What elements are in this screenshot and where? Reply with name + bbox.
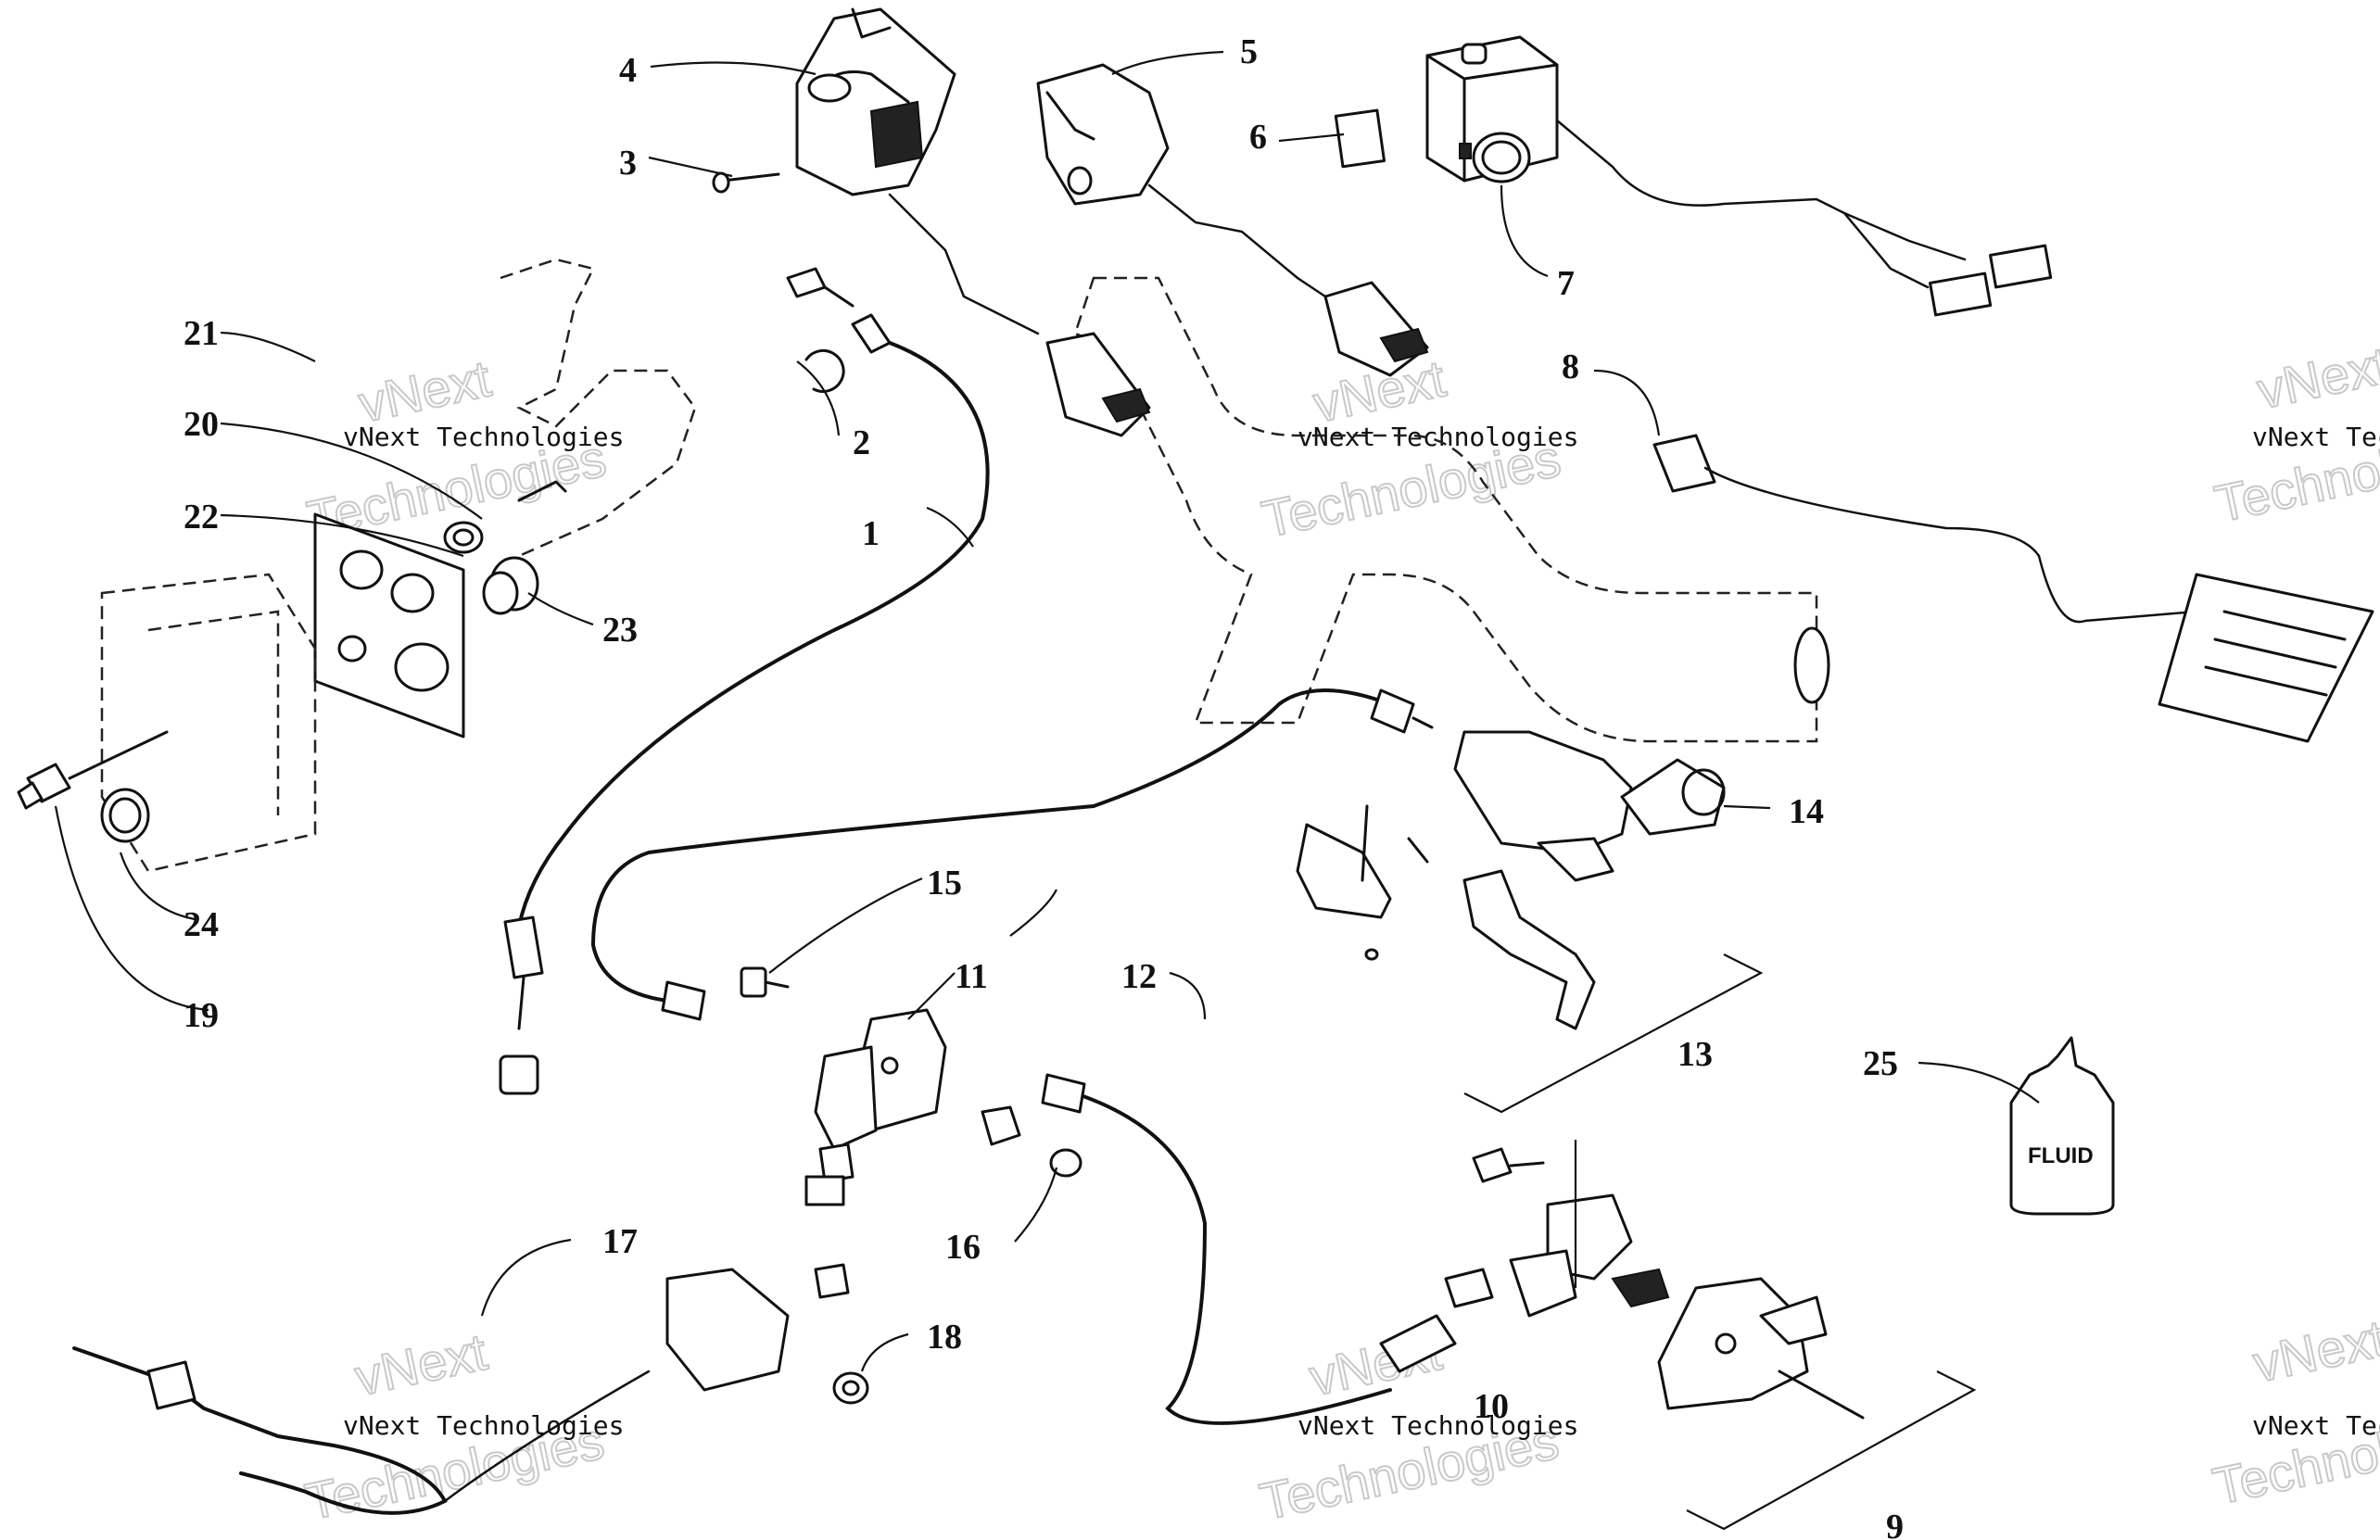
- phantom-cable-left: [500, 258, 697, 558]
- part-18-washer: [832, 1371, 869, 1405]
- part-4-switch-housing: [795, 7, 956, 196]
- callout-9: 9: [1886, 1508, 1904, 1540]
- callout-7: 7: [1557, 264, 1575, 303]
- part-23-grommet: [482, 556, 539, 615]
- hose-fitting-left: [661, 980, 706, 1021]
- bracket-13: [1463, 953, 1764, 1114]
- callout-13: 13: [1677, 1035, 1713, 1074]
- callout-17: 17: [602, 1222, 638, 1261]
- part-20-nut: [443, 521, 484, 554]
- part-8-heater-element: [1652, 434, 2374, 743]
- part-6-label: [1334, 108, 1386, 169]
- part-11-brake-switch: [804, 1008, 947, 1206]
- part-22-gasket: [313, 512, 465, 738]
- part-17-cable-bracket: [665, 1263, 850, 1392]
- lower-cable-adjuster: [146, 1360, 196, 1410]
- connector-left: [1045, 332, 1151, 437]
- handlebar-end: [1793, 626, 1830, 704]
- handlebar-phantom: [1073, 276, 1818, 743]
- switch-block-connectors: [1929, 244, 2053, 317]
- part-19-fitting: [17, 730, 169, 810]
- watermark-caption: vNext Technologies: [1298, 1410, 1578, 1441]
- switch-block-wire: [1555, 119, 1967, 261]
- callout-12: 12: [1121, 957, 1157, 996]
- watermark-vnext-text: vNext: [2248, 1308, 2380, 1393]
- bracket-9: [1686, 1370, 1977, 1531]
- callout-18: 18: [927, 1318, 962, 1357]
- watermark-caption: vNext Technologies: [2252, 1410, 2380, 1441]
- hose-end-fitting: [1379, 1314, 1457, 1373]
- callout-1: 1: [862, 514, 880, 553]
- hose-fitting-upper: [1370, 688, 1434, 734]
- part-21-fastener: [517, 480, 567, 502]
- housing-harness: [888, 193, 1040, 335]
- callout-24: 24: [184, 905, 219, 944]
- watermark-right-bottom: vNext Technologies: [2207, 1307, 2380, 1516]
- watermark-vnext-text: vNext: [349, 1322, 492, 1407]
- callout-21: 21: [184, 314, 219, 353]
- callout-15: 15: [927, 864, 962, 903]
- part-15-bolt: [740, 966, 790, 998]
- callout-3: 3: [619, 144, 637, 183]
- bracket-plate: [100, 573, 317, 873]
- part-12-brake-hose-lower: [1073, 1092, 1392, 1425]
- callout-19: 19: [184, 996, 219, 1035]
- watermark-caption: vNext Technologies: [2252, 422, 2380, 452]
- watermark-caption: vNext Technologies: [343, 1410, 624, 1441]
- callout-6: 6: [1249, 118, 1267, 157]
- hose-fitting-right: [1041, 1073, 1086, 1114]
- watermark-vnext-text: vNext: [2252, 335, 2380, 420]
- cover-harness: [1147, 183, 1327, 298]
- part-14-master-cylinder: [1453, 730, 1726, 882]
- callout-4: 4: [619, 51, 637, 90]
- watermark-caption: vNext Technologies: [1298, 422, 1578, 452]
- part-24-washer: [100, 788, 150, 843]
- part-10-caliper: [1444, 1147, 1865, 1420]
- callout-16: 16: [945, 1228, 981, 1267]
- part-25-fluid-bottle: FLUID: [2009, 1036, 2115, 1216]
- fluid-label: FLUID: [2028, 1143, 2094, 1168]
- leader-lines: [54, 50, 2040, 1372]
- watermark-caption: vNext Technologies: [343, 422, 624, 452]
- callout-10: 10: [1474, 1387, 1509, 1426]
- callout-23: 23: [602, 611, 638, 650]
- connector-right: [1323, 281, 1429, 377]
- callout-5: 5: [1240, 32, 1258, 71]
- part-1-throttle-cable: [499, 267, 990, 1095]
- lower-cable-sheath: [443, 1370, 651, 1503]
- part-16-nut-washer: [981, 1105, 1082, 1178]
- part-5-switch-cover: [1036, 63, 1170, 206]
- callout-8: 8: [1562, 347, 1579, 386]
- part-12-brake-hose: [590, 688, 1392, 1003]
- switch-block-wire-branch: [1842, 211, 1930, 289]
- part-2-e-clip: [804, 349, 845, 393]
- callout-2: 2: [853, 423, 870, 462]
- lower-throttle-cable: [72, 1346, 448, 1515]
- callout-25: 25: [1863, 1044, 1898, 1083]
- part-7-switch-block: [1425, 35, 1559, 183]
- callout-11: 11: [955, 957, 988, 996]
- part-3-screw: [712, 171, 780, 194]
- callout-14: 14: [1789, 792, 1824, 831]
- callout-22: 22: [184, 498, 219, 536]
- part-13-lever-kit: [1296, 804, 1596, 1030]
- callout-20: 20: [184, 405, 219, 444]
